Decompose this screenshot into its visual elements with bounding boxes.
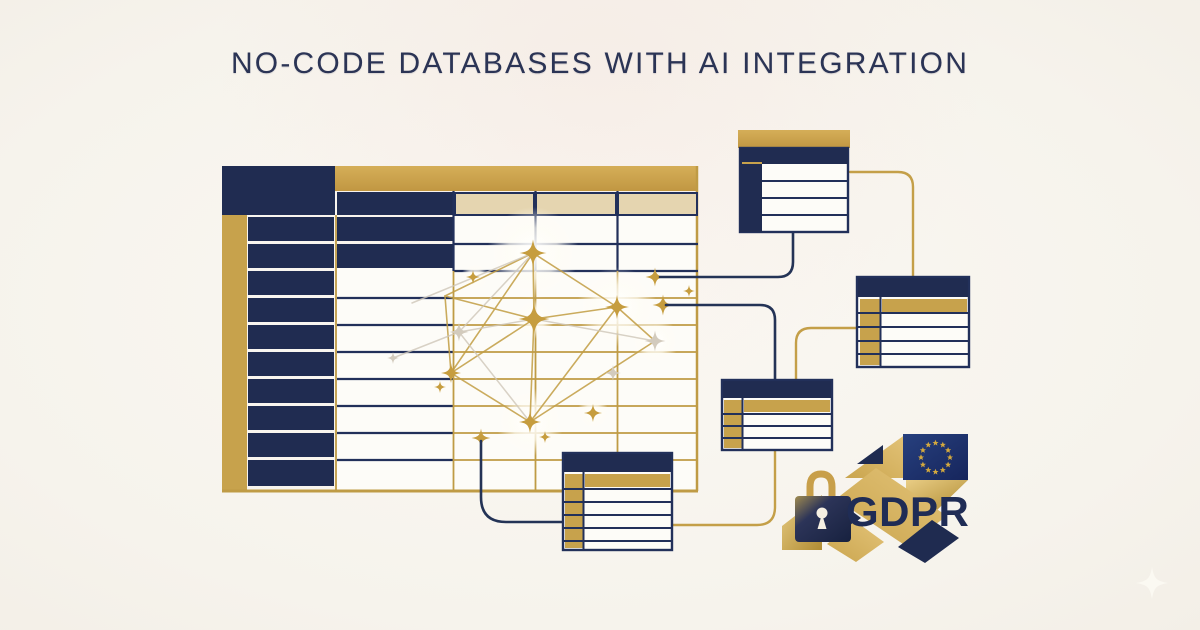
faint-corner-sparkle-icon: [1136, 567, 1168, 599]
card3-gold-first-row: [744, 400, 830, 412]
connector-sparkle-card4-navy: [479, 439, 565, 524]
connector-card2-card3-gold: [794, 326, 859, 382]
card2-gold-first-row: [882, 299, 967, 313]
col2-subheader: [337, 192, 453, 215]
mini-table-card-1: [738, 130, 850, 234]
table-header-bar: [335, 166, 698, 191]
eu-flag-icon: [903, 434, 968, 480]
padlock-icon: [795, 470, 851, 542]
card4-gold-first-row: [585, 474, 670, 487]
card1-navy-subheader: [740, 148, 848, 164]
card4-gold-key-column: [565, 474, 583, 548]
keyhole: [816, 507, 828, 519]
mini-table-card-2: [855, 275, 971, 369]
card2-gold-key-column: [860, 299, 880, 365]
card3-gold-key-column: [724, 400, 742, 448]
mini-table-card-3: [720, 378, 834, 452]
gdpr-badge: [782, 434, 968, 563]
card1-gold-header: [738, 130, 850, 148]
ai-network-mesh: [392, 252, 656, 423]
connector-table-card3-navy: [664, 303, 777, 382]
mini-table-card-4: [561, 451, 674, 552]
row-header-cells: [248, 217, 453, 486]
card3-navy-header: [722, 380, 832, 398]
card2-navy-header: [857, 277, 969, 297]
gdpr-badge-label: GDPR: [846, 488, 970, 535]
connector-card1-card2-gold: [848, 170, 915, 279]
connector-card3-card4-gold: [670, 448, 777, 527]
beige-column-headers: [454, 192, 698, 216]
table-corner-header: [222, 166, 335, 215]
card4-navy-header: [563, 453, 672, 472]
table-col2-area: [337, 265, 453, 490]
card1-navy-key-column: [740, 148, 762, 232]
relation-connectors: [479, 170, 915, 527]
table-left-gold-strip: [222, 215, 247, 492]
page-title: NO-CODE DATABASES WITH AI INTEGRATION: [230, 47, 970, 80]
connector-table-card1-navy: [658, 231, 795, 279]
